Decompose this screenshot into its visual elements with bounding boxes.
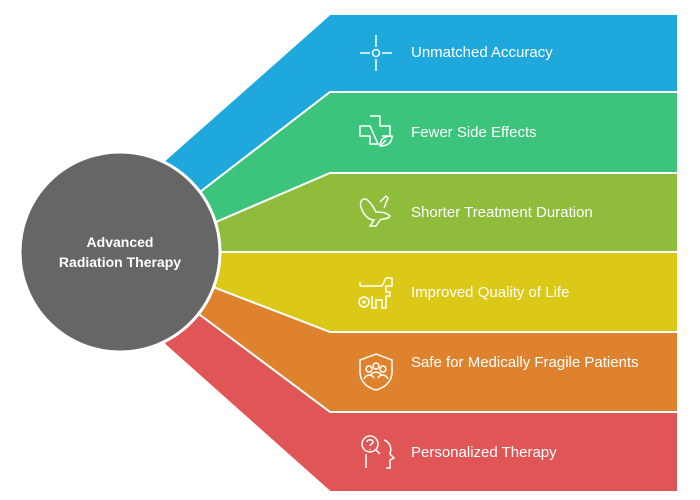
shield-people-icon — [359, 353, 393, 391]
item-label-unmatched-accuracy: Unmatched Accuracy — [411, 44, 553, 61]
item-label-personalized: Personalized Therapy — [411, 444, 557, 461]
item-label-improved-quality: Improved Quality of Life — [411, 284, 570, 301]
head-question-icon — [361, 435, 396, 469]
rabbit-icon — [359, 194, 391, 227]
item-label-shorter-treatment: Shorter Treatment Duration — [411, 204, 593, 221]
medical-cross-leaf-icon — [359, 115, 393, 147]
center-line-1: Advanced — [86, 234, 154, 250]
center-line-2: Radiation Therapy — [58, 254, 182, 270]
crosshair-icon — [360, 35, 392, 71]
item-label-safe-fragile: Safe for Medically Fragile Patients — [411, 354, 639, 371]
center-circle — [18, 150, 222, 354]
center-label: Advanced Radiation Therapy — [40, 232, 200, 272]
dog-wheelchair-icon — [358, 277, 393, 309]
item-label-fewer-side-effects: Fewer Side Effects — [411, 124, 537, 141]
band-personalized — [119, 251, 679, 493]
